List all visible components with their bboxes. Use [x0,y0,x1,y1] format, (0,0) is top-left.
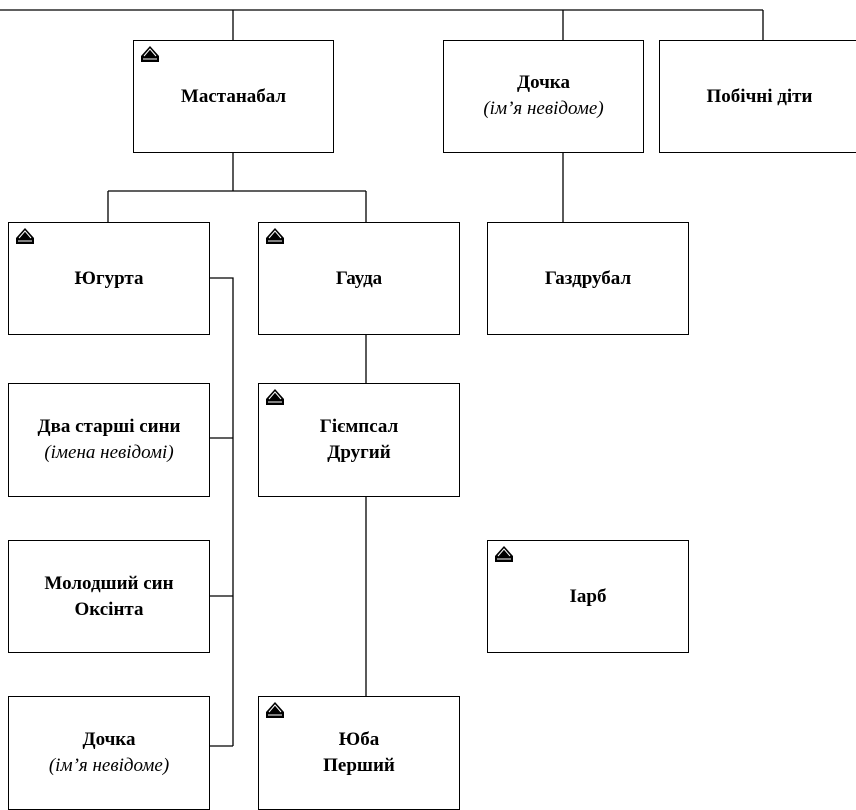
node-name-line2: Оксінта [74,598,144,620]
jugurtha-node: Югурта [8,222,210,335]
node-name-line2: Перший [323,755,395,776]
node-name-line1: Молодший син [44,572,174,594]
node-name: Газдрубал [544,267,632,289]
jugurtha-children-connector [210,277,234,747]
crown-icon [16,228,34,244]
juba-node: Юба Перший [258,696,460,810]
node-name: Дочка [517,72,570,94]
node-name: Побічні діти [706,85,813,107]
hasdrubal-node: Газдрубал [487,222,689,335]
node-note: (імена невідомі) [44,441,174,463]
crown-icon [141,46,159,62]
node-note: (ім’я невідоме) [483,98,604,120]
node-name-line1: Юба [338,729,380,751]
hiempsal-node: Гіємпсал Другий [258,383,460,497]
crown-icon [266,702,284,718]
node-name: Мастанабал [180,85,287,107]
node-name: Дочка [82,728,136,750]
node-note: (ім’я невідоме) [48,754,170,776]
crown-icon [266,389,284,405]
daughter-top-node: Дочка (ім’я невідоме) [443,40,644,153]
elder-sons-node: Два старші сини (імена невідомі) [8,383,210,497]
node-name: Гауда [335,267,383,289]
node-name: Два старші сини [37,415,181,437]
mastanabal-children-connector [107,153,367,222]
younger-son-node: Молодший син Оксінта [8,540,210,653]
node-name: Югурта [74,267,144,289]
gauda-node: Гауда [258,222,460,335]
node-name-line1: Гіємпсал [319,416,399,438]
node-name: Іарб [569,585,607,607]
crown-icon [266,228,284,244]
mastanabal-node: Мастанабал [133,40,334,153]
crown-icon [495,546,513,562]
illegitimate-children-node: Побічні діти [659,40,856,153]
daughter-bottom-node: Дочка (ім’я невідоме) [8,696,210,810]
node-name-line2: Другий [327,442,391,463]
iarbas-node: Іарб [487,540,689,653]
